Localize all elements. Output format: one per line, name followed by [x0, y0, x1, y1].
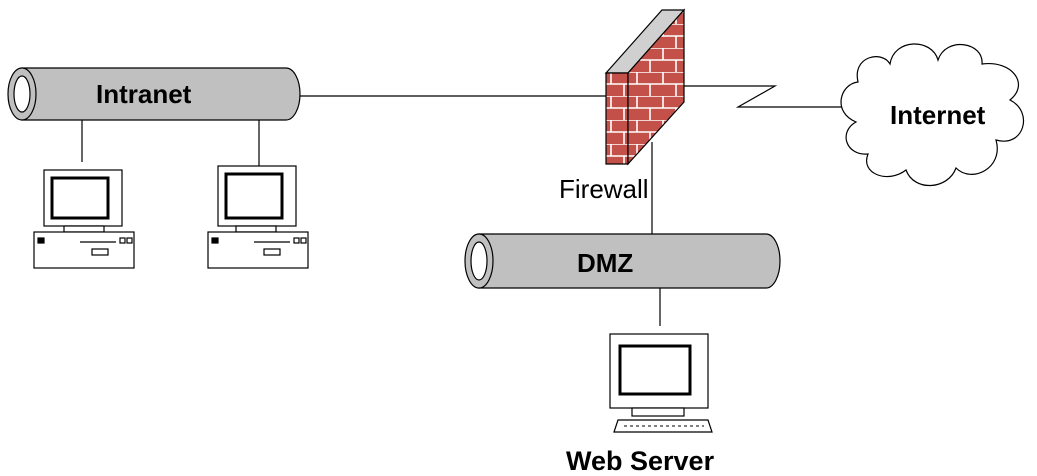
- intranet-computer-1-icon: [33, 169, 135, 269]
- internet-cloud-icon: Internet: [840, 43, 1025, 187]
- intranet-segment: Intranet: [7, 67, 301, 121]
- internet-label: Internet: [890, 100, 986, 130]
- intranet-label: Intranet: [96, 79, 192, 109]
- dmz-segment: DMZ: [464, 233, 781, 289]
- intranet-computer-2-icon: [207, 165, 309, 269]
- dmz-label: DMZ: [577, 248, 633, 278]
- firewall-label: Firewall: [559, 174, 649, 204]
- connection-lines: [81, 85, 852, 326]
- web-server-label: Web Server: [566, 446, 715, 476]
- firewall-icon: [604, 8, 686, 166]
- web-server-icon: [609, 333, 713, 433]
